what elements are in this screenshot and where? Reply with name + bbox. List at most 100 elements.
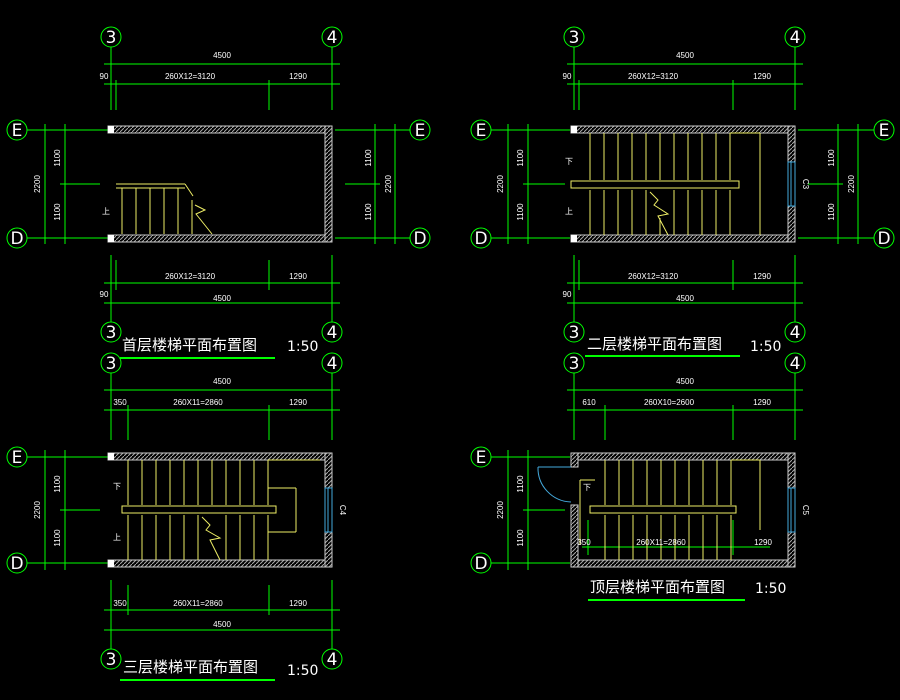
axis-bubble-D-right: D <box>409 227 431 249</box>
svg-text:3: 3 <box>106 28 117 48</box>
plan-scale: 1:50 <box>287 663 318 679</box>
wall-bottom <box>107 234 333 243</box>
svg-text:260X12=3120: 260X12=3120 <box>628 272 679 281</box>
svg-text:1290: 1290 <box>289 599 307 608</box>
axis-bubble-4-bottom: 4 <box>784 321 806 343</box>
dim-bottom-mid: 260X12=3120 <box>165 272 216 281</box>
svg-text:1100: 1100 <box>516 149 525 167</box>
axis-bubble-3-bottom: 3 <box>100 648 122 670</box>
plan-scale: 1:50 <box>755 581 786 597</box>
svg-text:4500: 4500 <box>213 377 231 386</box>
axis-bubble-4-bottom: 4 <box>321 321 343 343</box>
dim-v-total: 2200 <box>33 175 42 193</box>
axis-bubble-4: 4 <box>784 352 806 374</box>
wall-top <box>107 125 333 134</box>
svg-text:350: 350 <box>113 599 127 608</box>
svg-text:4: 4 <box>790 354 801 374</box>
down-label: 下 <box>113 482 121 491</box>
axis-bubble-E-left: E <box>6 446 28 468</box>
up-label: 上 <box>102 207 110 216</box>
svg-text:610: 610 <box>582 398 596 407</box>
svg-text:D: D <box>474 229 487 249</box>
svg-text:260X11=2860: 260X11=2860 <box>636 538 686 547</box>
svg-text:4500: 4500 <box>676 294 694 303</box>
svg-text:4: 4 <box>327 650 338 670</box>
axis-bubble-D-right: D <box>873 227 895 249</box>
dimension-lines <box>27 373 340 649</box>
svg-text:350: 350 <box>113 398 127 407</box>
dim-bottom-left: 90 <box>100 290 109 299</box>
svg-text:90: 90 <box>563 72 572 81</box>
svg-text:1100: 1100 <box>516 475 525 493</box>
svg-text:D: D <box>877 229 890 249</box>
svg-text:1100: 1100 <box>516 529 525 547</box>
svg-text:4: 4 <box>327 28 338 48</box>
dim-v-top-right: 1100 <box>364 149 373 167</box>
dimension-lines <box>491 47 874 322</box>
axis-bubble-3-bottom: 3 <box>563 321 585 343</box>
window-tag: C4 <box>338 505 347 516</box>
svg-text:260X11=2860: 260X11=2860 <box>173 599 223 608</box>
plan-third-floor: 3 4 E D 3 4 <box>6 352 347 681</box>
door-swing <box>537 466 572 503</box>
dim-bottom-right: 1290 <box>289 272 307 281</box>
plan-title: 顶层楼梯平面布置图 <box>590 578 725 596</box>
svg-text:2200: 2200 <box>496 501 505 519</box>
svg-text:1100: 1100 <box>53 475 62 493</box>
column-top <box>108 126 114 133</box>
svg-text:3: 3 <box>106 354 117 374</box>
dim-total: 4500 <box>213 51 231 60</box>
axis-bubble-D-left: D <box>470 552 492 574</box>
svg-text:4500: 4500 <box>676 377 694 386</box>
plan-second-floor: 3 4 E D E D 3 4 <box>470 26 895 357</box>
svg-text:4: 4 <box>790 28 801 48</box>
axis-bubble-D-left: D <box>6 552 28 574</box>
axis-bubble-3: 3 <box>100 352 122 374</box>
axis-bubble-4: 4 <box>784 26 806 48</box>
svg-text:E: E <box>12 448 23 468</box>
svg-text:3: 3 <box>569 28 580 48</box>
svg-text:E: E <box>415 121 426 141</box>
svg-text:D: D <box>413 229 426 249</box>
axis-bubble-E-right: E <box>409 119 431 141</box>
axis-bubble-3: 3 <box>100 26 122 48</box>
axis-bubble-E-right: E <box>873 119 895 141</box>
svg-text:E: E <box>879 121 890 141</box>
window-tag: C3 <box>801 179 810 190</box>
plan-top-floor: 3 4 E D <box>470 352 810 601</box>
axis-bubble-E-left: E <box>470 119 492 141</box>
plan-title: 三层楼梯平面布置图 <box>123 658 258 676</box>
up-label: 上 <box>113 533 121 542</box>
dim-mid: 260X12=3120 <box>165 72 216 81</box>
svg-text:4500: 4500 <box>213 620 231 629</box>
svg-text:3: 3 <box>569 354 580 374</box>
svg-text:2200: 2200 <box>496 175 505 193</box>
dim-bottom-total: 4500 <box>213 294 231 303</box>
window-tag: C5 <box>801 505 810 516</box>
axis-bubble-3: 3 <box>563 26 585 48</box>
dimension-lines <box>491 373 803 570</box>
dim-v-total-right: 2200 <box>384 175 393 193</box>
plan-first-floor: 3 4 E D E D 3 4 <box>6 26 431 359</box>
svg-text:1290: 1290 <box>753 398 771 407</box>
plan-scale: 1:50 <box>287 339 318 355</box>
axis-bubble-4-bottom: 4 <box>321 648 343 670</box>
svg-text:E: E <box>12 121 23 141</box>
svg-text:4: 4 <box>327 323 338 343</box>
dim-right: 1290 <box>289 72 307 81</box>
svg-text:4: 4 <box>790 323 801 343</box>
column-bottom <box>108 235 114 242</box>
svg-text:1100: 1100 <box>53 529 62 547</box>
wall-bottom <box>570 234 796 243</box>
svg-text:1290: 1290 <box>754 538 772 547</box>
svg-text:1100: 1100 <box>516 203 525 221</box>
plan-scale: 1:50 <box>750 339 781 355</box>
svg-text:D: D <box>474 554 487 574</box>
svg-text:260X12=3120: 260X12=3120 <box>628 72 679 81</box>
svg-text:3: 3 <box>569 323 580 343</box>
up-label: 上 <box>565 207 573 216</box>
svg-text:4: 4 <box>327 354 338 374</box>
svg-text:1100: 1100 <box>827 203 836 221</box>
svg-text:3: 3 <box>106 650 117 670</box>
stair-flight <box>121 459 320 561</box>
